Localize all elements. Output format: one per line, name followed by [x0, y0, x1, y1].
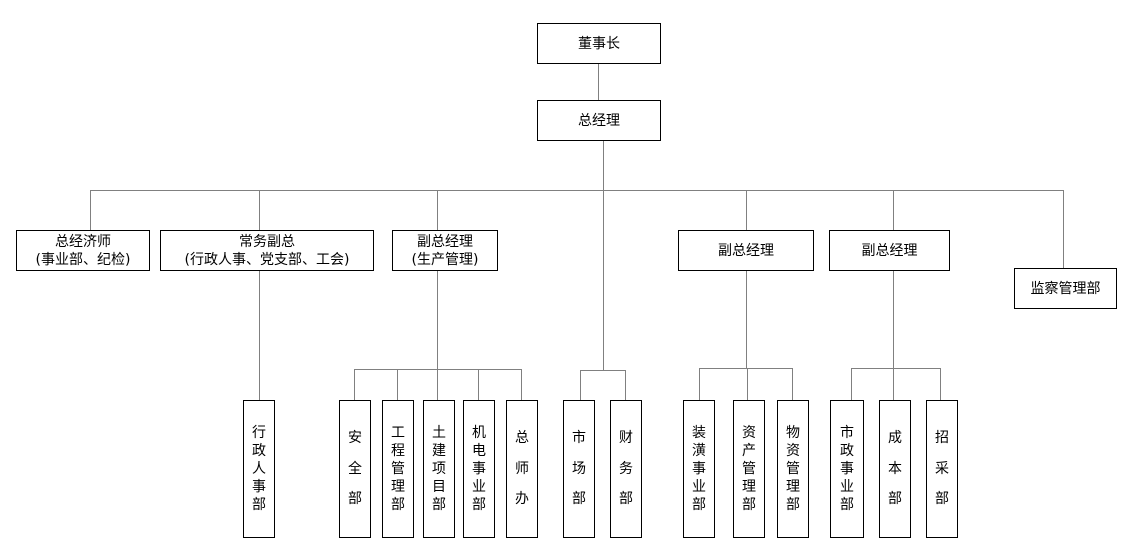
dept-label-char: 装: [692, 425, 706, 441]
dept-label-char: 部: [742, 497, 756, 513]
dept-safety: 安全部: [339, 400, 371, 538]
dept-label-char: 部: [619, 491, 633, 508]
dept-label-char: 全: [348, 460, 362, 477]
supervision-box: 监察管理部: [1014, 268, 1117, 309]
dept-label-char: 潢: [692, 443, 706, 459]
dept-market: 市场部: [563, 400, 595, 538]
dept-civil: 土建项目部: [423, 400, 455, 538]
dept-label-char: 招: [935, 429, 949, 446]
dept-label-char: 业: [692, 479, 706, 495]
dept-label-char: 资: [742, 425, 756, 441]
dept-engineering: 工程管理部: [382, 400, 414, 538]
chief-economist-box: 总经济师 (事业部、纪检): [16, 230, 150, 271]
dept-label-char: 政: [252, 443, 266, 459]
exec-vp-title: 常务副总: [239, 233, 295, 250]
dept-label-char: 场: [572, 460, 586, 477]
vp-3-title: 副总经理: [861, 242, 918, 259]
dept-label-char: 事: [252, 479, 266, 495]
dept-label-char: 部: [888, 491, 902, 508]
dept-decoration: 装潢事业部: [683, 400, 715, 538]
dept-label-char: 电: [472, 443, 486, 459]
dept-label-char: 业: [472, 479, 486, 495]
dept-label-char: 部: [472, 497, 486, 513]
dept-material-mgmt: 物资管理部: [777, 400, 809, 538]
dept-label-char: 政: [840, 443, 854, 459]
dept-label-char: 办: [515, 491, 529, 508]
dept-label-char: 总: [515, 429, 529, 446]
dept-label-char: 行: [252, 425, 266, 441]
dept-label-char: 安: [348, 429, 362, 446]
dept-label-char: 人: [252, 461, 266, 477]
supervision-label: 监察管理部: [1030, 280, 1101, 297]
dept-label-char: 程: [391, 443, 405, 459]
dept-label-char: 理: [391, 479, 405, 495]
dept-label-char: 市: [572, 429, 586, 446]
dept-label-char: 师: [515, 460, 529, 477]
exec-vp-box: 常务副总 (行政人事、党支部、工会): [160, 230, 374, 271]
vp-production-scope: (生产管理): [411, 251, 479, 268]
chief-economist-title: 总经济师: [55, 233, 111, 250]
dept-label-char: 事: [840, 461, 854, 477]
dept-label-char: 理: [742, 479, 756, 495]
chairman-box: 董事长: [537, 23, 661, 64]
dept-label-char: 理: [786, 479, 800, 495]
dept-label-char: 本: [888, 460, 902, 477]
exec-vp-scope: (行政人事、党支部、工会): [184, 251, 350, 268]
dept-label-char: 成: [888, 429, 902, 446]
dept-label-char: 产: [742, 443, 756, 459]
dept-label-char: 管: [742, 461, 756, 477]
dept-label-char: 采: [935, 460, 949, 477]
general-manager-label: 总经理: [578, 112, 620, 129]
vp-production-title: 副总经理: [417, 233, 473, 250]
dept-asset-mgmt: 资产管理部: [733, 400, 765, 538]
vp-2-title: 副总经理: [718, 242, 774, 259]
vp-3-box: 副总经理: [829, 230, 950, 271]
dept-label-char: 部: [935, 491, 949, 508]
dept-procurement: 招采部: [926, 400, 958, 538]
general-manager-box: 总经理: [537, 100, 661, 141]
chief-economist-scope: (事业部、纪检): [35, 251, 131, 268]
dept-label-char: 事: [472, 461, 486, 477]
dept-cost: 成本部: [879, 400, 911, 538]
dept-label-char: 部: [348, 491, 362, 508]
dept-label-char: 管: [786, 461, 800, 477]
dept-label-char: 建: [432, 443, 446, 459]
dept-label-char: 管: [391, 461, 405, 477]
dept-label-char: 财: [619, 429, 633, 446]
dept-municipal: 市政事业部: [830, 400, 864, 538]
dept-label-char: 部: [692, 497, 706, 513]
dept-label-char: 部: [391, 497, 405, 513]
dept-label-char: 部: [572, 491, 586, 508]
dept-label-char: 物: [786, 425, 800, 441]
dept-label-char: 部: [432, 497, 446, 513]
dept-label-char: 部: [840, 497, 854, 513]
dept-finance: 财务部: [610, 400, 642, 538]
dept-label-char: 土: [432, 425, 446, 441]
dept-label-char: 业: [840, 479, 854, 495]
dept-label-char: 工: [391, 425, 405, 441]
dept-label-char: 务: [619, 460, 633, 477]
dept-label-char: 资: [786, 443, 800, 459]
dept-label-char: 目: [432, 479, 446, 495]
vp-2-box: 副总经理: [678, 230, 814, 271]
dept-mep: 机电事业部: [463, 400, 495, 538]
dept-admin-hr: 行政人事部: [243, 400, 275, 538]
dept-label-char: 部: [786, 497, 800, 513]
dept-chief-engineer-office: 总师办: [506, 400, 538, 538]
dept-label-char: 机: [472, 425, 486, 441]
chairman-label: 董事长: [578, 35, 620, 52]
dept-label-char: 市: [840, 425, 854, 441]
dept-label-char: 事: [692, 461, 706, 477]
dept-label-char: 项: [432, 461, 446, 477]
dept-label-char: 部: [252, 497, 266, 513]
vp-production-box: 副总经理 (生产管理): [392, 230, 498, 271]
